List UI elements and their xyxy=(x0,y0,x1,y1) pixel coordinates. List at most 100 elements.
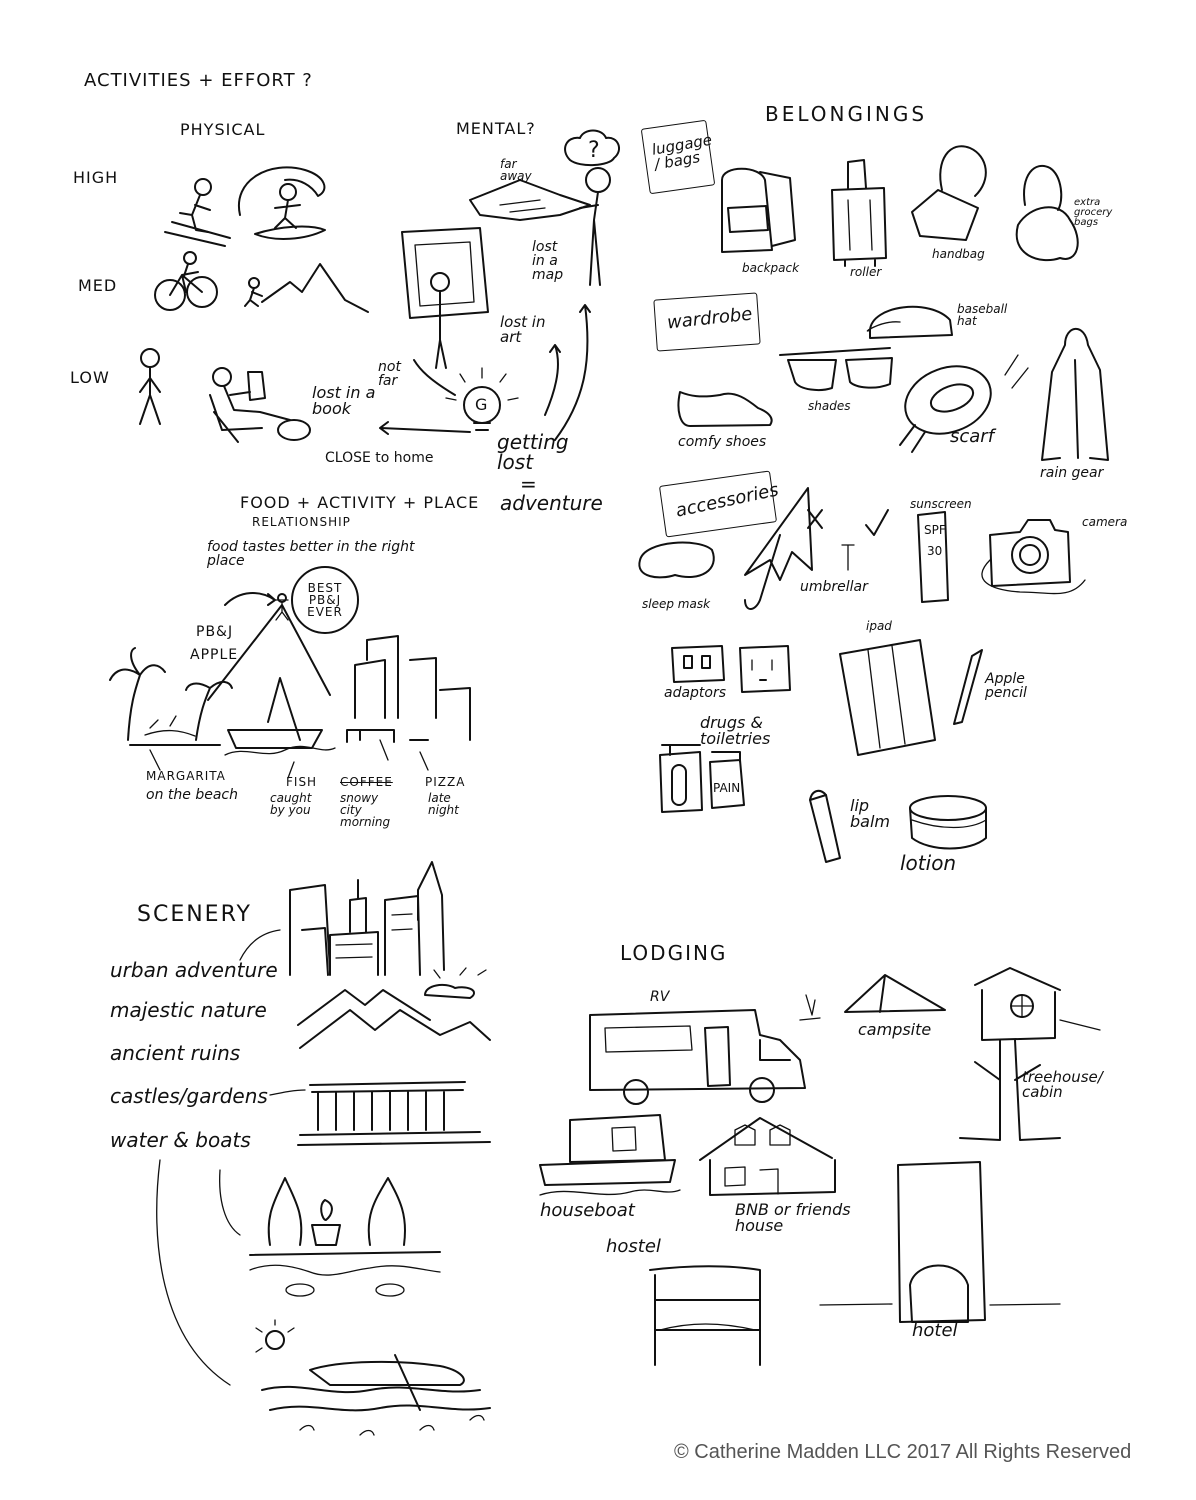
art-frame-icon xyxy=(401,227,489,369)
rv-label: RV xyxy=(650,989,670,1005)
scenery-item-nature: majestic nature xyxy=(110,998,267,1022)
campsite-label: campsite xyxy=(858,1020,932,1039)
beach-label: on the beach xyxy=(146,787,238,803)
hiker-mountain-icon xyxy=(244,263,369,313)
coffee-label: COFFEE xyxy=(340,775,393,789)
arrows-icon xyxy=(379,304,591,441)
row-med-label: MED xyxy=(78,276,118,295)
apple-pencil-label: Apple pencil xyxy=(985,671,1027,701)
scarf-icon xyxy=(899,365,992,453)
bnb-house-icon xyxy=(699,1117,836,1196)
grocery-bags-label: extra grocery bags xyxy=(1074,197,1113,228)
umbrella-label: umbrellar xyxy=(800,579,868,595)
city-skyline-icon xyxy=(239,861,445,976)
tent-icon xyxy=(799,974,946,1021)
physical-heading: PHYSICAL xyxy=(180,120,266,139)
sunglasses-icon xyxy=(779,347,893,391)
margarita-label: MARGARITA xyxy=(146,769,226,783)
drugs-toiletries-label: drugs & toiletries xyxy=(700,713,771,748)
rain-gear-label: rain gear xyxy=(1040,465,1104,481)
getting-lost-label: getting lost xyxy=(497,430,569,474)
gardens-icon xyxy=(219,1169,441,1297)
grocery-bag-icon xyxy=(1015,164,1079,262)
bulb-letter: G xyxy=(475,395,488,414)
food-subtitle: RELATIONSHIP xyxy=(252,515,351,529)
coffee-sub-label: snowy city morning xyxy=(340,791,391,829)
handbag-label: handbag xyxy=(932,247,985,261)
adaptors-label: adaptors xyxy=(664,685,727,701)
food-title: FOOD + ACTIVITY + PLACE xyxy=(240,493,480,512)
hostel-label: hostel xyxy=(606,1236,661,1257)
spf-label: SPF xyxy=(924,523,946,537)
food-note: food tastes better in the right place xyxy=(207,539,415,569)
scarf-label: scarf xyxy=(950,426,995,447)
shoe-icon xyxy=(677,391,773,427)
best-pbj-bubble: BEST PB&J EVER xyxy=(307,581,343,619)
toiletries-icon xyxy=(659,744,745,813)
fish-label: FISH xyxy=(286,775,318,789)
adventure-label: adventure xyxy=(500,491,603,515)
sleep-mask-icon xyxy=(638,541,715,579)
reader-chair-icon xyxy=(209,367,311,443)
scenery-item-water: water & boats xyxy=(110,1128,251,1152)
roller-label: roller xyxy=(850,265,882,279)
sunscreen-label: sunscreen xyxy=(910,497,972,511)
handbag-icon xyxy=(911,145,987,241)
scenery-item-castles: castles/gardens xyxy=(110,1084,268,1108)
copyright-notice: © Catherine Madden LLC 2017 All Rights R… xyxy=(674,1441,1132,1463)
pain-label: PAIN xyxy=(713,781,741,795)
hotel-building-icon xyxy=(819,1161,1061,1323)
lost-in-map-label: lost in a map xyxy=(532,239,564,283)
row-high-label: HIGH xyxy=(73,168,119,187)
lotion-label: lotion xyxy=(900,851,957,875)
lost-in-book-label: lost in a book xyxy=(312,383,376,418)
belongings-title: BELONGINGS xyxy=(765,102,928,126)
baseball-hat-icon xyxy=(866,305,953,339)
not-far-label: not far xyxy=(378,359,401,389)
map-reader-icon xyxy=(469,167,611,286)
lip-balm-label: lip balm xyxy=(850,796,890,831)
close-to-home-label: CLOSE to home xyxy=(325,450,434,466)
lip-balm-icon xyxy=(809,789,841,863)
pizza-sub-label: late night xyxy=(428,791,459,817)
adaptor-icon xyxy=(671,645,791,693)
scenery-item-urban: urban adventure xyxy=(110,958,278,982)
lightbulb-icon xyxy=(445,367,519,431)
mountains-icon xyxy=(297,967,491,1049)
hostel-bunkbed-icon xyxy=(649,1265,761,1366)
equals-sign: = xyxy=(520,472,537,496)
treehouse-icon xyxy=(959,967,1101,1141)
spf-number: 30 xyxy=(927,544,943,558)
houseboat-label: houseboat xyxy=(540,1200,635,1221)
comfy-shoes-label: comfy shoes xyxy=(678,434,767,450)
surfer-icon xyxy=(237,166,326,240)
ipad-label: ipad xyxy=(866,619,892,633)
bicycle-icon xyxy=(154,251,218,311)
apple-pencil-icon xyxy=(953,649,983,725)
lotion-jar-icon xyxy=(909,795,987,850)
bnb-label: BNB or friends house xyxy=(735,1200,851,1235)
sleep-mask-label: sleep mask xyxy=(642,597,711,611)
backpack-icon xyxy=(721,167,796,253)
shades-label: shades xyxy=(808,399,851,413)
thought-question-mark: ? xyxy=(588,138,600,163)
lost-in-art-label: lost in art xyxy=(500,313,546,346)
skier-icon xyxy=(164,178,231,247)
camera-icon xyxy=(981,519,1086,595)
backpack-label: backpack xyxy=(742,261,800,275)
far-away-label: far away xyxy=(500,157,532,183)
thought-cloud-icon xyxy=(564,129,621,166)
camera-label: camera xyxy=(1082,515,1128,529)
roller-suitcase-icon xyxy=(831,159,887,267)
baseball-hat-label: baseball hat xyxy=(957,302,1008,328)
pbj-label: PB&J xyxy=(196,624,234,640)
scenery-title: SCENERY xyxy=(137,902,252,927)
umbrella-icon xyxy=(744,487,889,610)
row-low-label: LOW xyxy=(70,368,110,387)
ruins-temple-icon xyxy=(269,1081,491,1146)
lodging-title: LODGING xyxy=(620,941,728,965)
houseboat-icon xyxy=(539,1114,681,1196)
rv-icon xyxy=(589,1009,806,1105)
pizza-label: PIZZA xyxy=(425,775,466,789)
